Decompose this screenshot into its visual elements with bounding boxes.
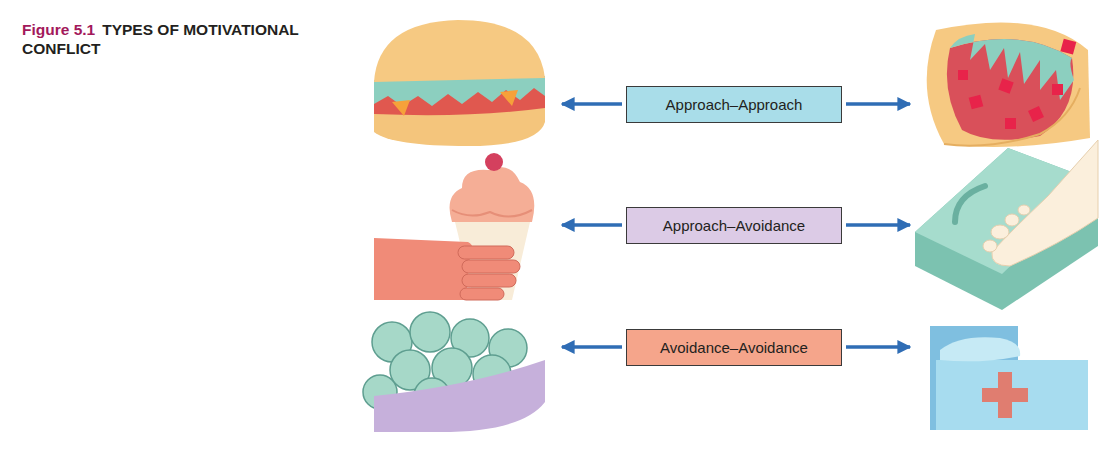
conflict-type-label: Avoidance–Avoidance	[660, 339, 808, 356]
conflict-label-box: Approach–Avoidance	[626, 207, 842, 244]
conflict-label-box: Approach–Approach	[626, 86, 842, 123]
scale-picture	[915, 140, 1098, 310]
conflict-type-label: Approach–Approach	[666, 96, 803, 113]
taco-picture	[927, 22, 1090, 146]
conflict-type-label: Approach–Avoidance	[663, 217, 805, 234]
sandwich-picture	[374, 20, 545, 146]
ice-cream-picture	[374, 153, 534, 300]
conflict-label-box: Avoidance–Avoidance	[626, 329, 842, 366]
figure-number: Figure 5.1	[22, 21, 95, 38]
sprouts-picture	[363, 312, 545, 432]
figure-heading: Figure 5.1TYPES OF MOTIVATIONAL CONFLICT	[22, 20, 327, 58]
double-arrow	[562, 104, 910, 347]
bed-picture	[930, 326, 1088, 430]
